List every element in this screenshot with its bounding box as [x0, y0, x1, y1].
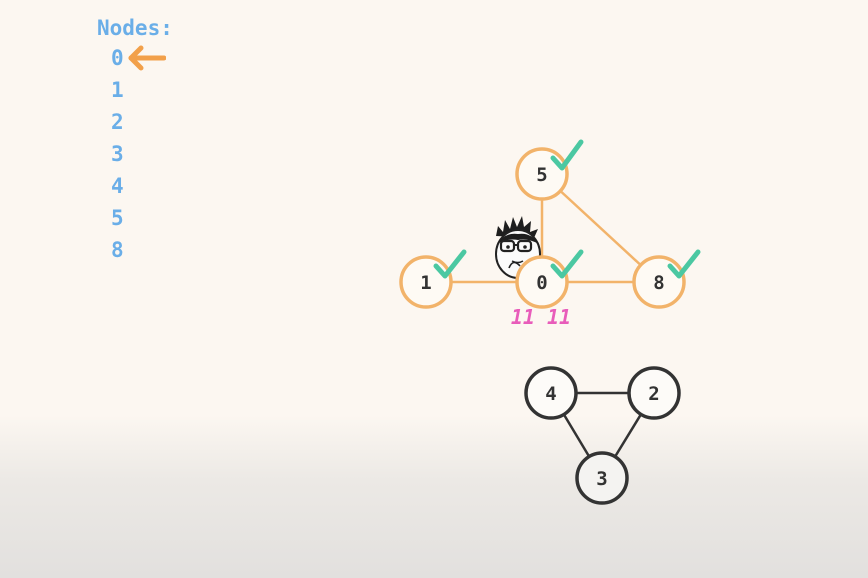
- graph-node-4: 4: [524, 366, 578, 420]
- node-label: 3: [596, 468, 607, 490]
- node-list-item: 3: [111, 138, 173, 170]
- node-list-item-label: 0: [111, 46, 124, 70]
- node-list-item: 2: [111, 106, 173, 138]
- node-label: 5: [536, 164, 547, 186]
- check-icon: [550, 249, 584, 279]
- graph-node-0: 0: [515, 255, 569, 309]
- graph-node-1: 1: [399, 255, 453, 309]
- check-icon: [433, 249, 467, 279]
- graph-node-2: 2: [627, 366, 681, 420]
- node-list-item: 4: [111, 170, 173, 202]
- node-label: 2: [648, 383, 659, 405]
- node-label: 8: [653, 272, 664, 294]
- node-list-item-label: 5: [111, 206, 124, 230]
- node-label: 0: [536, 272, 547, 294]
- node-list-item: 1: [111, 74, 173, 106]
- node-label: 4: [545, 383, 556, 405]
- node-list-item: 0: [111, 42, 173, 74]
- node-list-item-label: 2: [111, 110, 124, 134]
- node-list: 0 1 2 3 4 5 8: [97, 42, 173, 266]
- visited-checkmarks: [433, 139, 701, 279]
- node-list-item: 8: [111, 234, 173, 266]
- graph-node-8: 8: [632, 255, 686, 309]
- left-arrow-icon: [128, 45, 166, 71]
- check-icon: [667, 249, 701, 279]
- nodes-title: Nodes:: [97, 16, 173, 40]
- node-list-item-label: 8: [111, 238, 124, 262]
- annotation-label: 11 11: [511, 305, 571, 329]
- node-list-item: 5: [111, 202, 173, 234]
- node-label: 1: [420, 272, 431, 294]
- node-list-item-label: 3: [111, 142, 124, 166]
- graph-node-5: 5: [515, 147, 569, 201]
- node-list-item-label: 4: [111, 174, 124, 198]
- nodes-panel: Nodes: 0 1 2 3 4 5 8: [97, 14, 173, 266]
- check-icon: [550, 139, 584, 171]
- node-list-item-label: 1: [111, 78, 124, 102]
- graph-node-3: 3: [575, 451, 629, 505]
